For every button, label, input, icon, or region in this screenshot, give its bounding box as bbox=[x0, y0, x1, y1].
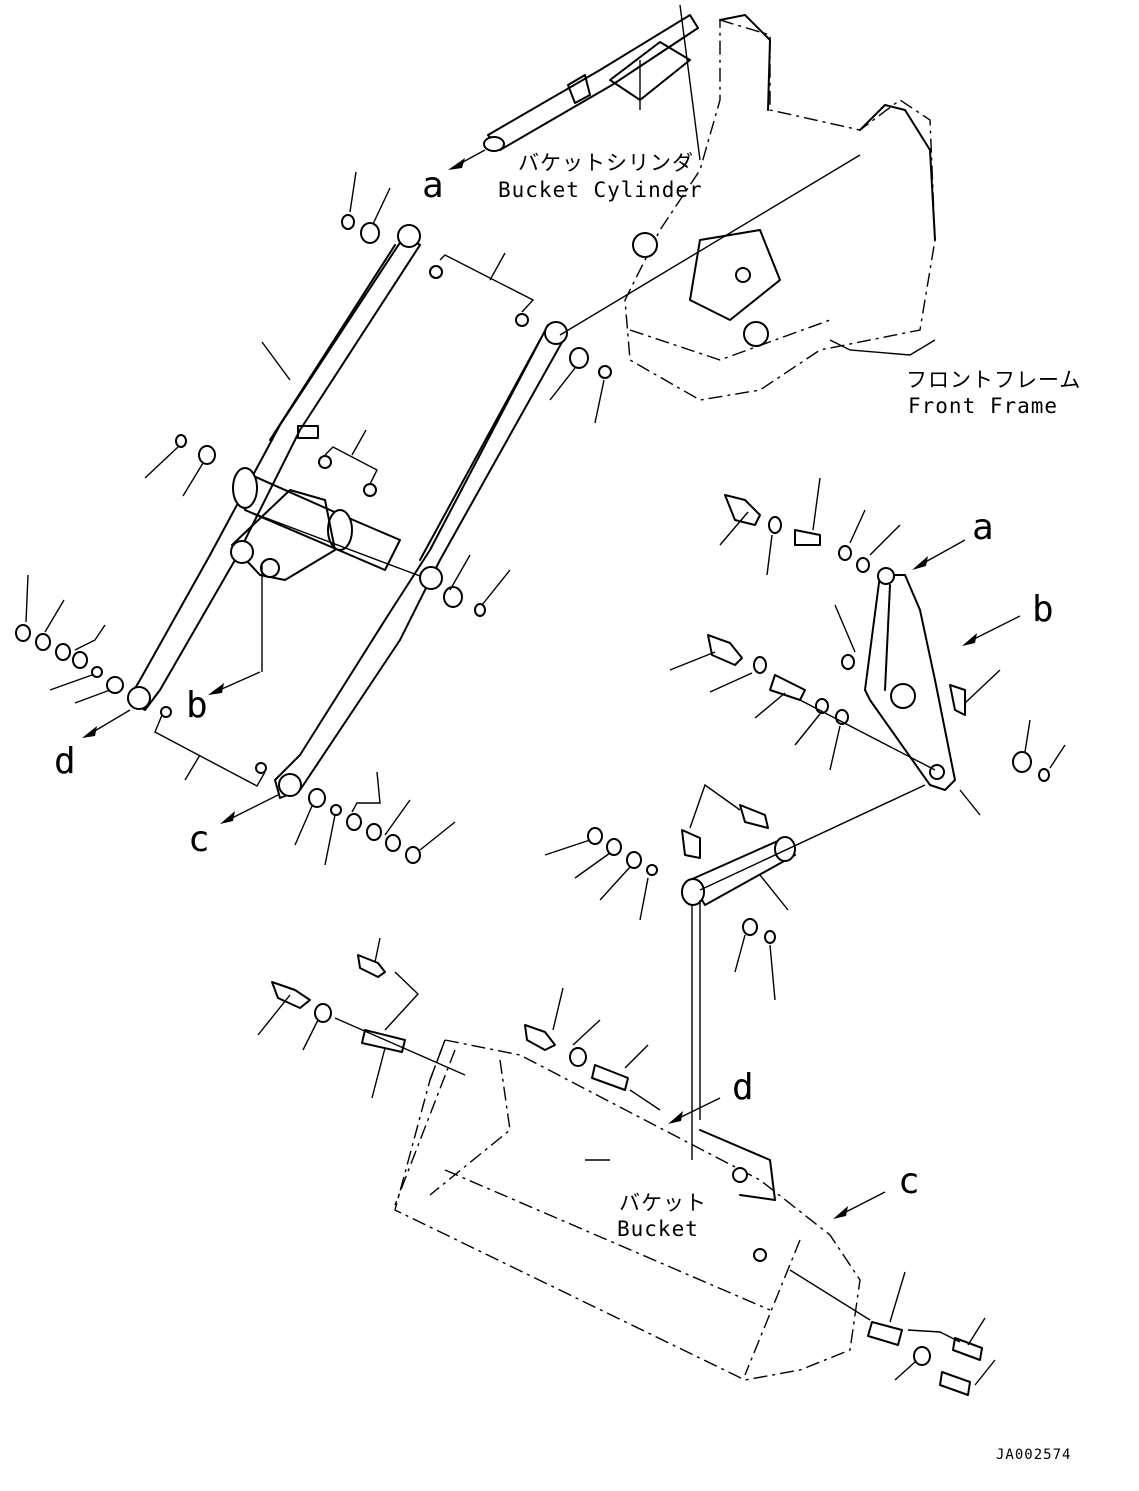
bucket-label-en: Bucket bbox=[617, 1217, 699, 1241]
ref-label-d: d bbox=[54, 741, 76, 782]
ref-label-c: c bbox=[188, 819, 210, 860]
front-frame-label-jp: フロントフレーム bbox=[906, 368, 1082, 392]
ref-label-a: a bbox=[972, 507, 994, 548]
drawing-id: JA002574 bbox=[996, 1447, 1072, 1463]
ref-label-d: d bbox=[732, 1067, 754, 1108]
bucket-cylinder-label-en: Bucket Cylinder bbox=[498, 178, 703, 202]
front-frame bbox=[624, 14, 936, 401]
link-rod bbox=[681, 836, 796, 906]
bucket bbox=[394, 1039, 861, 1381]
ref-label-a: a bbox=[422, 165, 444, 206]
bucket-label-jp: バケット bbox=[619, 1191, 707, 1215]
bucket-cylinder-label-jp: バケットシリンダ bbox=[518, 151, 694, 175]
hardware bbox=[15, 214, 1050, 1396]
ref-label-c: c bbox=[898, 1161, 920, 1202]
front-frame-label-en: Front Frame bbox=[908, 394, 1059, 418]
ref-label-b: b bbox=[1032, 589, 1054, 630]
ref-label-b: b bbox=[186, 685, 208, 726]
leader-lines bbox=[25, 154, 1066, 1386]
bucket-cylinder bbox=[483, 14, 699, 152]
reference-arrows bbox=[82, 149, 1021, 1219]
boom-assembly bbox=[127, 224, 568, 799]
